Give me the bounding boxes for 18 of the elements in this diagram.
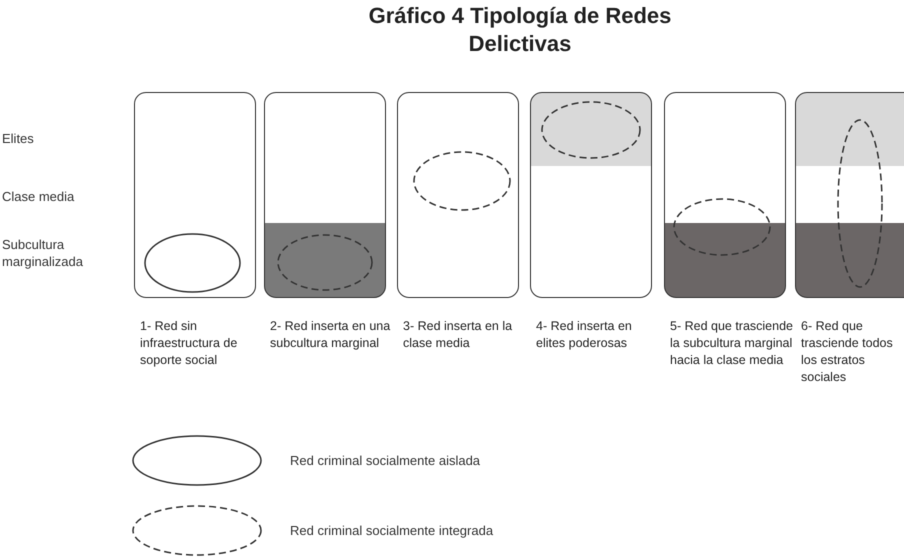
stratum-panel [264, 92, 386, 298]
title: Gráfico 4 Tipología de Redes Delictivas [368, 2, 672, 58]
panel-caption: 6- Red que trasciende todos los estratos sociales [801, 318, 894, 386]
panel-caption: 5- Red que trasciende la subcultura marginal hacia la clase media [670, 318, 794, 369]
panel-caption: 2- Red inserta en una subcultura marginal [270, 318, 392, 352]
panel-caption: 1- Red sin infraestructura de soporte social [140, 318, 238, 369]
panel-caption: 4- Red inserta en elites poderosas [536, 318, 633, 352]
stratum-panel [134, 92, 256, 298]
stratum-panel [795, 92, 904, 298]
legend-text: Red criminal socialmente integrada [290, 522, 494, 539]
stratum-panel [664, 92, 786, 298]
row-label: Subcultura marginalizada [2, 236, 84, 270]
row-label: Clase media [2, 188, 76, 205]
stratum-panel [530, 92, 652, 298]
panel-caption: 3- Red inserta en la clase media [403, 318, 514, 352]
stratum-panel [397, 92, 519, 298]
row-label: Elites [2, 130, 35, 147]
legend-text: Red criminal socialmente aislada [290, 452, 480, 469]
